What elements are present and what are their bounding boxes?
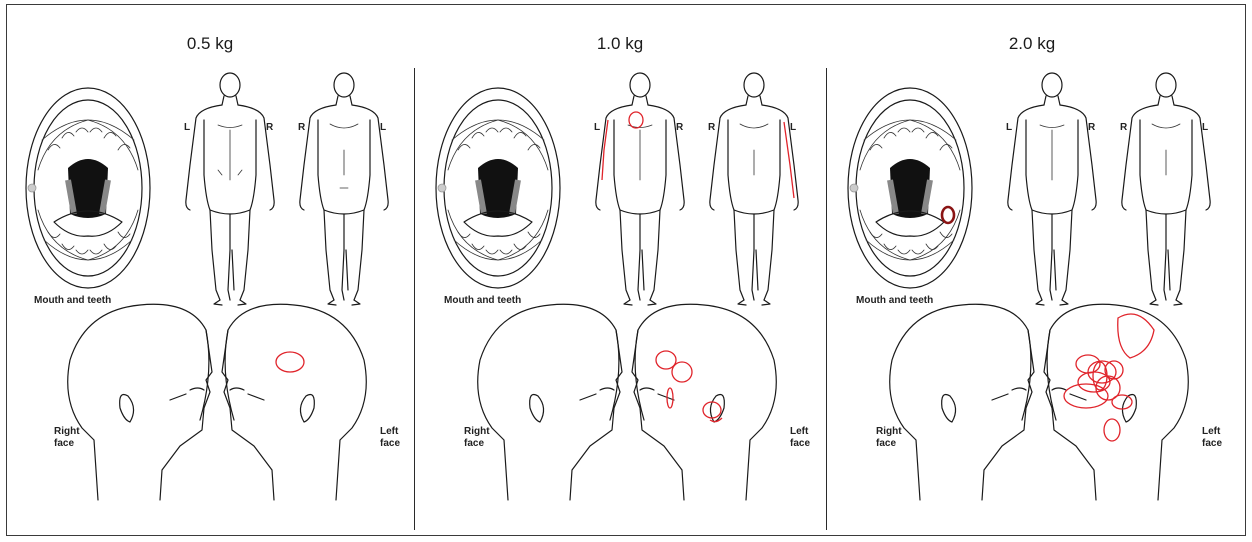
left-face-label: Left face <box>380 426 400 450</box>
panel-1-0kg: 1.0 kg Mouth and teeth <box>420 0 820 530</box>
pain-marks-face <box>656 351 722 422</box>
panel-0-5kg: 0.5 kg Mouth and teeth <box>10 0 410 530</box>
left-face-label: Left face <box>790 426 810 450</box>
pain-marks-face <box>1064 314 1154 441</box>
panel-divider <box>414 68 415 530</box>
pain-mark-temporal <box>276 352 304 372</box>
panel-2-0kg: 2.0 kg Mouth and teeth <box>832 0 1232 530</box>
left-face-diagram <box>832 0 1232 530</box>
left-face-diagram <box>420 0 820 530</box>
left-face-label: Left face <box>1202 426 1222 450</box>
left-face-diagram <box>10 0 410 530</box>
panel-divider <box>826 68 827 530</box>
